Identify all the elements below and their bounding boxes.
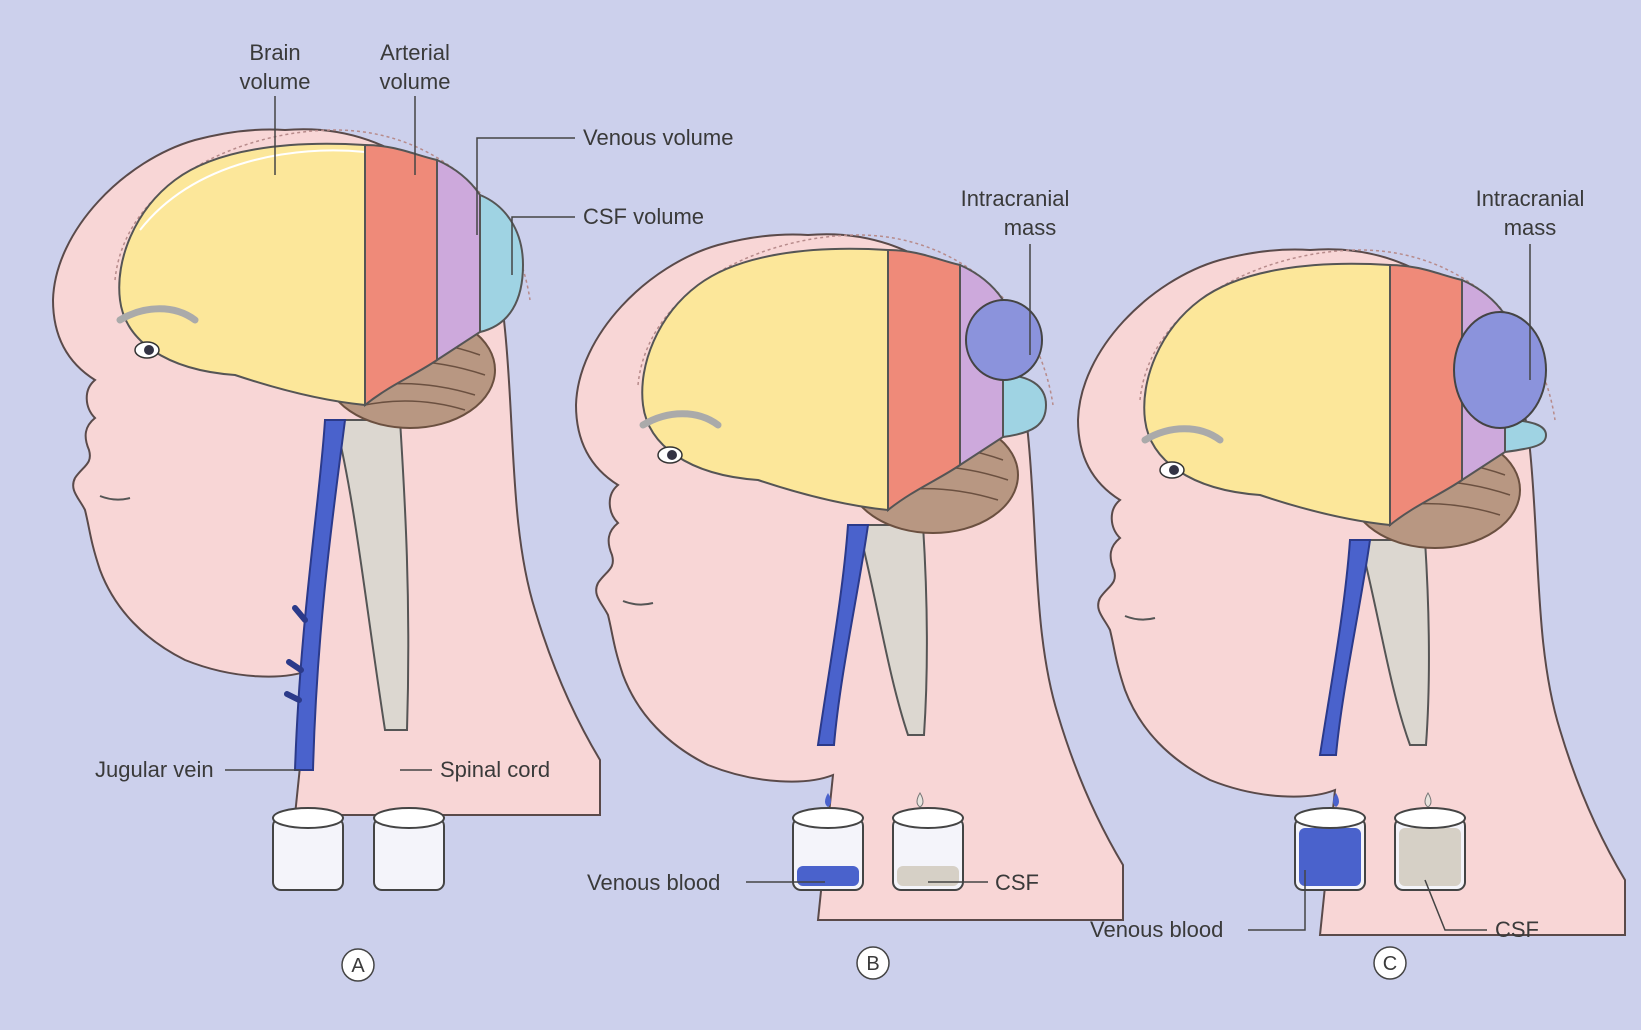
- label-brain-volume-1: Brain: [249, 40, 300, 65]
- beaker-venous-b: [793, 808, 863, 890]
- label-brain-volume-2: volume: [240, 69, 311, 94]
- label-csf-b: CSF: [995, 870, 1039, 895]
- label-venous-blood-b: Venous blood: [587, 870, 720, 895]
- label-arterial-volume-1: Arterial: [380, 40, 450, 65]
- label-arterial-volume-2: volume: [380, 69, 451, 94]
- label-mass-c-1: Intracranial: [1476, 186, 1585, 211]
- csf-region-b: [1003, 375, 1046, 437]
- label-mass-c-2: mass: [1504, 215, 1557, 240]
- arterial-region-b: [888, 250, 960, 510]
- csf-volume-region: [480, 195, 523, 332]
- label-mass-b-1: Intracranial: [961, 186, 1070, 211]
- arterial-region-c: [1390, 265, 1462, 525]
- venous-volume-region: [437, 160, 480, 360]
- panel-b: Intracranial mass Venous blood CSF B: [576, 186, 1123, 979]
- label-spinal-cord: Spinal cord: [440, 757, 550, 782]
- beaker-venous-a: [273, 808, 343, 890]
- label-venous-volume: Venous volume: [583, 125, 733, 150]
- arterial-volume-region: [365, 145, 437, 405]
- beaker-csf-a: [374, 808, 444, 890]
- label-csf-c: CSF: [1495, 917, 1539, 942]
- label-venous-blood-c: Venous blood: [1090, 917, 1223, 942]
- panel-c: Intracranial mass Venous blood CSF C: [1078, 186, 1625, 979]
- beaker-csf-c: [1395, 808, 1465, 890]
- label-mass-b-2: mass: [1004, 215, 1057, 240]
- panel-letter-a: A: [351, 955, 365, 977]
- intracranial-mass-c: [1454, 312, 1546, 428]
- panel-letter-b: B: [866, 953, 879, 975]
- panel-letter-c: C: [1383, 953, 1397, 975]
- label-jugular-vein: Jugular vein: [95, 757, 214, 782]
- beaker-csf-b: [893, 808, 963, 890]
- label-csf-volume: CSF volume: [583, 204, 704, 229]
